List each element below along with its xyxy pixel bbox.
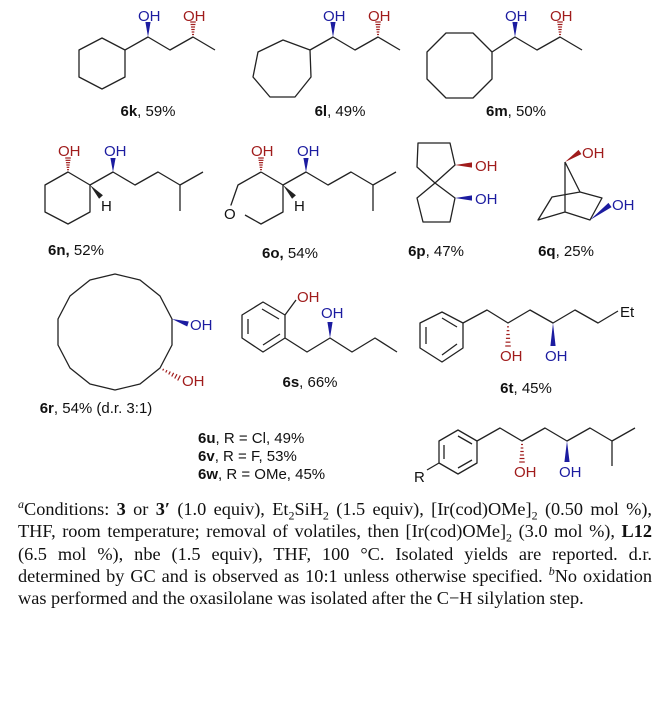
footnote-segment: No oxidation was performed and the oxasi…	[18, 565, 653, 609]
footnote-segment: or	[125, 499, 156, 519]
wedge-bond	[90, 185, 103, 199]
oh-label: OH	[559, 464, 582, 481]
wedge-bond	[327, 322, 333, 338]
compound-label-6m: 6m, 50%	[485, 103, 547, 120]
compound-label-6k: 6k, 59%	[120, 103, 176, 120]
structure-6k: OH OH	[78, 8, 216, 90]
oh-label: OH	[190, 317, 213, 334]
structure-6s: OH OH	[241, 289, 398, 353]
compound-label-6w: 6w, R = OMe, 45%	[198, 466, 326, 483]
wedge-bond	[283, 185, 296, 199]
footnote-segment: 2	[288, 508, 295, 523]
oh-label: OH	[545, 348, 568, 365]
structure-6o: O OH OH H	[224, 143, 397, 225]
hashed-bond	[258, 157, 264, 171]
o-label: O	[224, 206, 236, 223]
h-label: H	[294, 198, 305, 215]
hashed-bond	[519, 443, 525, 463]
oh-label: OH	[368, 8, 391, 25]
oh-label: OH	[104, 143, 127, 160]
footnote-segment: 2	[531, 508, 538, 523]
oh-label: OH	[514, 464, 537, 481]
wedge-bond	[303, 158, 309, 172]
wedge-bond	[512, 22, 518, 37]
compound-label-6v: 6v, R = F, 53%	[198, 448, 297, 465]
wedge-bond	[330, 22, 336, 37]
wedge-bond	[110, 158, 116, 172]
compound-label-6r: 6r, 54% (d.r. 3:1)	[39, 400, 153, 417]
footnote-segment: L12	[621, 521, 652, 542]
oh-label: OH	[183, 8, 206, 25]
oh-label: OH	[500, 348, 523, 365]
structure-6r: OH OH	[57, 273, 213, 391]
hashed-bond	[162, 368, 181, 381]
table-footnote: aConditions: 3 or 3′ (1.0 equiv), Et2SiH…	[18, 498, 652, 609]
oh-label: OH	[251, 143, 274, 160]
footnote-segment: (1.5 equiv), [Ir(cod)OMe]	[328, 499, 532, 519]
oh-label: OH	[321, 305, 344, 322]
et-label: Et	[620, 304, 635, 321]
structure-6u-6w: R OH OH	[414, 427, 636, 486]
hashed-bond	[190, 21, 196, 36]
structure-6n: OH OH H	[44, 143, 204, 225]
footnote-segment: a	[18, 496, 24, 511]
compound-label-6s: 6s, 66%	[282, 374, 338, 391]
footnote-segment: SiH	[294, 499, 323, 519]
compound-label-6t: 6t, 45%	[500, 380, 552, 397]
wedge-bond	[172, 319, 189, 327]
hashed-bond	[557, 21, 563, 36]
structures-scheme: OH OH OH OH OH OH OH OH H O OH OH H OH O…	[44, 8, 636, 486]
structure-6q: OH OH	[537, 145, 635, 221]
wedge-bond	[455, 195, 472, 201]
oh-label: OH	[297, 143, 320, 160]
compound-label-6q: 6q, 25%	[538, 243, 594, 260]
wedge-bond	[590, 202, 612, 220]
oh-label: OH	[475, 158, 498, 175]
compound-label-6p: 6p, 47%	[408, 243, 464, 260]
oh-label: OH	[323, 8, 346, 25]
footnote-segment: 3′	[155, 499, 170, 519]
wedge-bond	[564, 441, 570, 462]
oh-label: OH	[475, 191, 498, 208]
oh-label: OH	[505, 8, 528, 25]
compound-label-6l: 6l, 49%	[314, 103, 366, 120]
oh-label: OH	[297, 289, 320, 306]
h-label: H	[101, 198, 112, 215]
structure-6l: OH OH	[252, 8, 401, 98]
footnote-segment: (0.50 mol %), THF, room temperature; rem…	[18, 499, 653, 542]
compound-label-6o: 6o, 54%	[262, 245, 318, 262]
stereo-bonds	[65, 21, 612, 463]
footnote-segment: 2	[322, 508, 329, 523]
oh-label: OH	[182, 373, 205, 390]
structure-6m: OH OH	[426, 8, 583, 99]
hashed-bond	[375, 21, 381, 36]
r-substituent-list: 6u, R = Cl, 49% 6v, R = F, 53% 6w, R = O…	[198, 430, 325, 484]
oh-label: OH	[550, 8, 573, 25]
wedge-bond	[145, 22, 151, 37]
structure-6p: OH OH	[416, 142, 498, 223]
hashed-bond	[65, 157, 71, 171]
footnote-segment: 2	[506, 530, 513, 545]
footnote-segment: (6.5 mol %), nbe (1.5 equiv), THF, 100 °…	[18, 543, 652, 586]
oh-label: OH	[582, 145, 605, 162]
oh-label: OH	[138, 8, 161, 25]
compound-label-6n: 6n, 52%	[48, 242, 104, 259]
footnote-segment: Conditions:	[24, 499, 117, 519]
oh-label: OH	[612, 197, 635, 214]
r-label: R	[414, 469, 425, 486]
compound-label-6u: 6u, R = Cl, 49%	[198, 430, 305, 447]
oh-label: OH	[58, 143, 81, 160]
footnote-segment: 3	[116, 499, 126, 519]
structure-6t: Et OH OH	[419, 304, 635, 365]
footnote-segment: b	[548, 563, 555, 578]
footnote-segment: (3.0 mol %),	[512, 521, 622, 542]
wedge-bond	[565, 149, 582, 162]
footnote-segment: (1.0 equiv), Et	[170, 499, 289, 519]
wedge-bond	[550, 323, 556, 346]
wedge-bond	[455, 162, 472, 168]
hashed-bond	[505, 326, 511, 347]
